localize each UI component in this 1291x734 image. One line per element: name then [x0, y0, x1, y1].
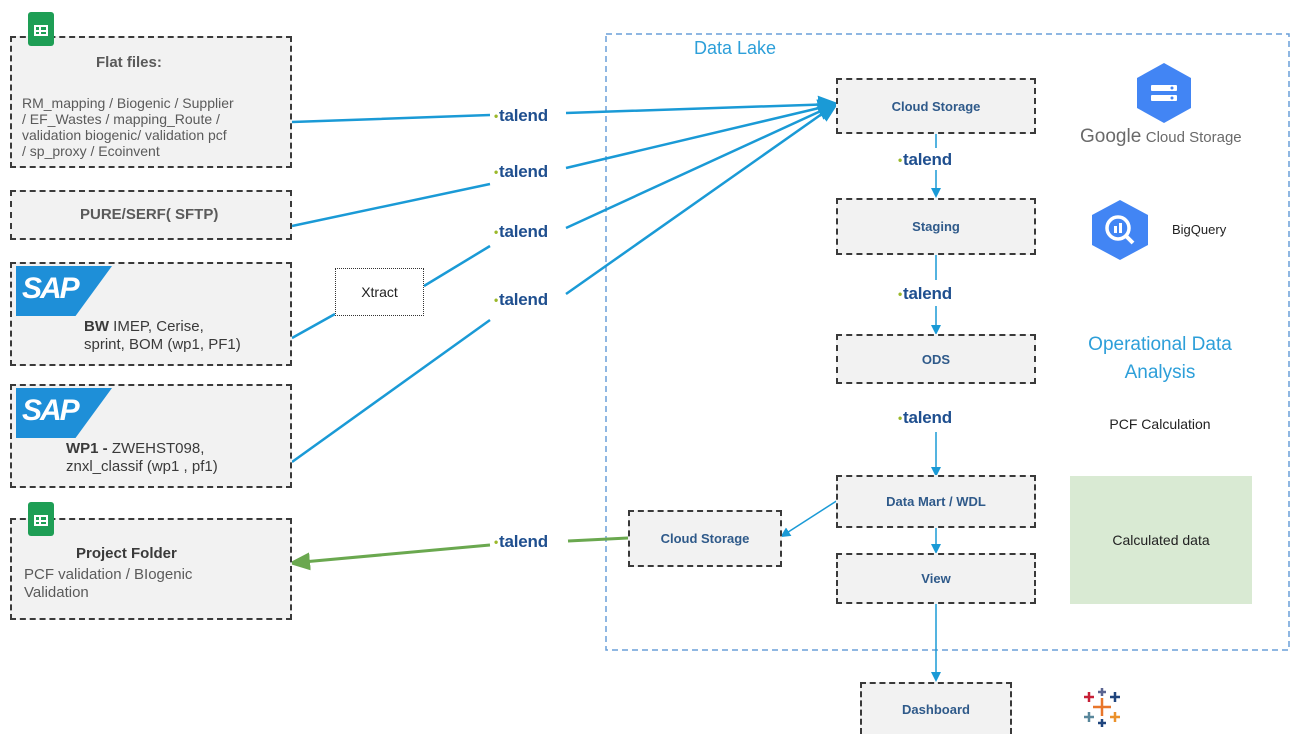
talend-logo: •talend	[494, 290, 548, 309]
sap-wp1-text-1: ZWEHST098,	[111, 440, 205, 457]
data-lake-border	[605, 33, 1290, 651]
arrow-pure-to-cloudstorage	[291, 104, 836, 228]
bigquery-label: BigQuery	[1172, 222, 1227, 237]
flat-files-line-2: / EF_Wastes / mapping_Route /	[22, 111, 220, 127]
sap-logo: SAP	[16, 266, 112, 316]
google-sheets-icon	[28, 12, 54, 46]
project-folder-line-1: PCF validation / BIogenic	[24, 566, 193, 583]
operational-data-analysis-line-1: Operational Data	[1088, 334, 1232, 355]
flat-files-line-1: RM_mapping / Biogenic / Supplier	[22, 95, 234, 111]
flat-files-title: Flat files:	[96, 54, 162, 71]
export-cloud-storage-node: Cloud Storage	[628, 510, 782, 567]
data-lake-title: Data Lake	[694, 38, 777, 58]
talend-logo: •talend	[494, 532, 548, 551]
talend-logo: •talend	[898, 150, 952, 169]
flat-files-line-4: / sp_proxy / Ecoinvent	[22, 143, 160, 159]
xtract-label: Xtract	[361, 284, 398, 300]
sap-bw-prefix: BW	[84, 318, 109, 335]
arrow-flatfiles-to-cloudstorage	[291, 104, 836, 122]
google-sheets-icon	[28, 502, 54, 536]
calculated-data-box: Calculated data	[1070, 476, 1252, 604]
talend-logo: •talend	[898, 284, 952, 303]
sap-bw-line-2: sprint, BOM (wp1, PF1)	[84, 336, 241, 353]
google-cloud-storage-wordmark: Google Cloud Storage	[1080, 126, 1242, 148]
talend-logo: •talend	[494, 162, 548, 181]
bigquery-icon	[1092, 200, 1148, 260]
tableau-icon	[1084, 688, 1120, 727]
talend-logo: •talend	[494, 106, 548, 125]
dashboard-node: Dashboard	[860, 682, 1012, 734]
talend-logo: •talend	[898, 408, 952, 427]
project-folder-title: Project Folder	[76, 545, 177, 562]
google-brand: Google	[1080, 126, 1142, 147]
cloud-storage-icon	[1137, 63, 1191, 123]
flat-files-line-3: validation biogenic/ validation pcf	[22, 127, 227, 143]
xtract-box: Xtract	[335, 268, 424, 316]
pcf-calculation-label: PCF Calculation	[1109, 416, 1211, 432]
gcs-product: Cloud Storage	[1145, 129, 1242, 146]
staging-node: Staging	[836, 198, 1036, 255]
arrow-bw-to-cloudstorage	[291, 104, 836, 340]
arrow-datamart-to-export	[780, 499, 839, 538]
arrow-export-to-projectfolder	[292, 536, 629, 563]
sap-bw-line-1: BW IMEP, Cerise,	[84, 318, 204, 335]
sap-wp1-line-2: znxl_classif (wp1 , pf1)	[66, 458, 218, 475]
calculated-data-label: Calculated data	[1112, 532, 1210, 548]
view-node: View	[836, 553, 1036, 604]
flat-files-box	[10, 36, 292, 168]
sap-wp1-line-1: WP1 - ZWEHST098,	[66, 440, 204, 457]
pure-serf-label: PURE/SERF( SFTP)	[80, 206, 219, 223]
project-folder-line-2: Validation	[24, 584, 89, 601]
cloud-storage-node: Cloud Storage	[836, 78, 1036, 134]
sap-wp1-prefix: WP1 -	[66, 440, 108, 457]
operational-data-analysis-line-2: Analysis	[1124, 362, 1196, 383]
data-mart-node: Data Mart / WDL	[836, 475, 1036, 528]
project-folder-box	[10, 518, 292, 620]
arrow-wp1-to-cloudstorage	[291, 104, 836, 464]
sap-bw-text-1: IMEP, Cerise,	[113, 318, 204, 335]
talend-logo: •talend	[494, 222, 548, 241]
pure-serf-box	[10, 190, 292, 240]
ods-node: ODS	[836, 334, 1036, 384]
